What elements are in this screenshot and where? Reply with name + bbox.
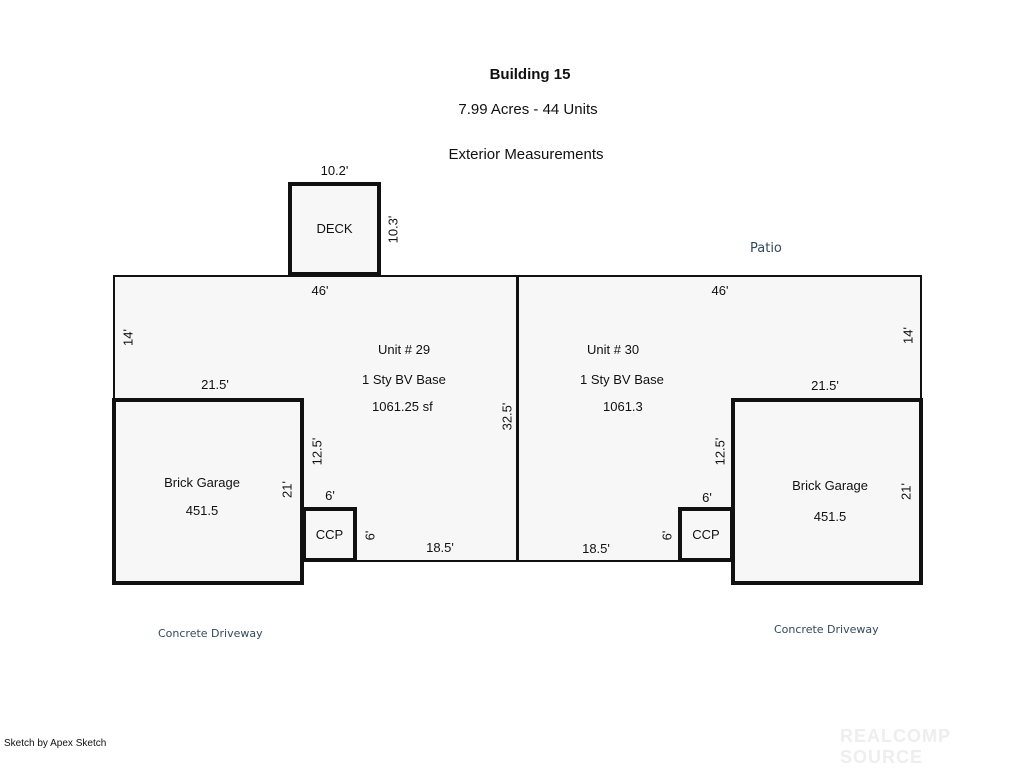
unit29-unit-number: 29 bbox=[415, 342, 431, 357]
unit29-garage-inner-depth: 12.5' bbox=[309, 437, 325, 466]
ccp-right-width: 6' bbox=[702, 490, 712, 505]
ccp-right bbox=[678, 507, 734, 562]
deck-label: DECK bbox=[316, 221, 353, 236]
garage-right-area: 451.5 bbox=[813, 509, 847, 524]
unit30-type: 1 Sty BV Base bbox=[580, 372, 664, 387]
garage-right bbox=[731, 398, 923, 585]
driveway-right-label: Concrete Driveway bbox=[774, 623, 879, 636]
unit30-top-width: 46' bbox=[711, 283, 729, 298]
building-title: Building 15 bbox=[489, 66, 571, 83]
garage-left bbox=[112, 398, 304, 585]
driveway-left-label: Concrete Driveway bbox=[158, 627, 263, 640]
unit29-number: Unit # 29 bbox=[378, 342, 430, 357]
ccp-left-width: 6' bbox=[325, 488, 335, 503]
ccp-left-label: CCP bbox=[315, 527, 344, 542]
garage-right-depth: 21' bbox=[898, 483, 914, 500]
unit29-bottom-width: 18.5' bbox=[426, 540, 454, 555]
garage-right-label: Brick Garage bbox=[792, 478, 868, 493]
party-wall-length: 32.5' bbox=[499, 402, 515, 431]
ccp-left-depth: 6' bbox=[362, 530, 378, 541]
patio-label: Patio bbox=[750, 241, 782, 256]
unit30-garage-inner-depth: 12.5' bbox=[712, 437, 728, 466]
deck-width: 10.2' bbox=[320, 163, 349, 178]
party-wall bbox=[516, 275, 519, 562]
unit30-bottom-width: 18.5' bbox=[582, 541, 610, 556]
ccp-right-depth: 6' bbox=[659, 530, 675, 541]
unit29-unit-label: Unit # bbox=[378, 342, 412, 357]
unit30-garage-side-width: 21.5' bbox=[811, 378, 839, 393]
unit30-unit-number: 30 bbox=[624, 342, 640, 357]
unit29-garage-side-width: 21.5' bbox=[201, 377, 229, 392]
garage-left-depth: 21' bbox=[279, 481, 295, 498]
unit29-left-depth: 14' bbox=[120, 329, 136, 346]
unit30-number: Unit # 30 bbox=[587, 342, 639, 357]
deck-depth: 10.3' bbox=[385, 215, 401, 244]
unit29-type: 1 Sty BV Base bbox=[362, 372, 446, 387]
sketch-credit: Sketch by Apex Sketch bbox=[4, 738, 107, 749]
garage-left-label: Brick Garage bbox=[164, 475, 240, 490]
acreage-subtitle: 7.99 Acres - 44 Units bbox=[458, 101, 598, 118]
ccp-left bbox=[302, 507, 357, 562]
unit30-right-depth: 14' bbox=[900, 327, 916, 344]
watermark-logo: REALCOMP SOURCE bbox=[840, 726, 951, 767]
unit29-top-width: 46' bbox=[311, 283, 329, 298]
deck-box bbox=[288, 182, 381, 276]
garage-left-area: 451.5 bbox=[185, 503, 219, 518]
measurements-caption: Exterior Measurements bbox=[448, 146, 604, 163]
unit30-area: 1061.3 bbox=[603, 399, 643, 414]
unit29-area: 1061.25 sf bbox=[372, 399, 433, 414]
unit30-unit-label: Unit # bbox=[587, 342, 621, 357]
ccp-right-label: CCP bbox=[692, 527, 720, 542]
